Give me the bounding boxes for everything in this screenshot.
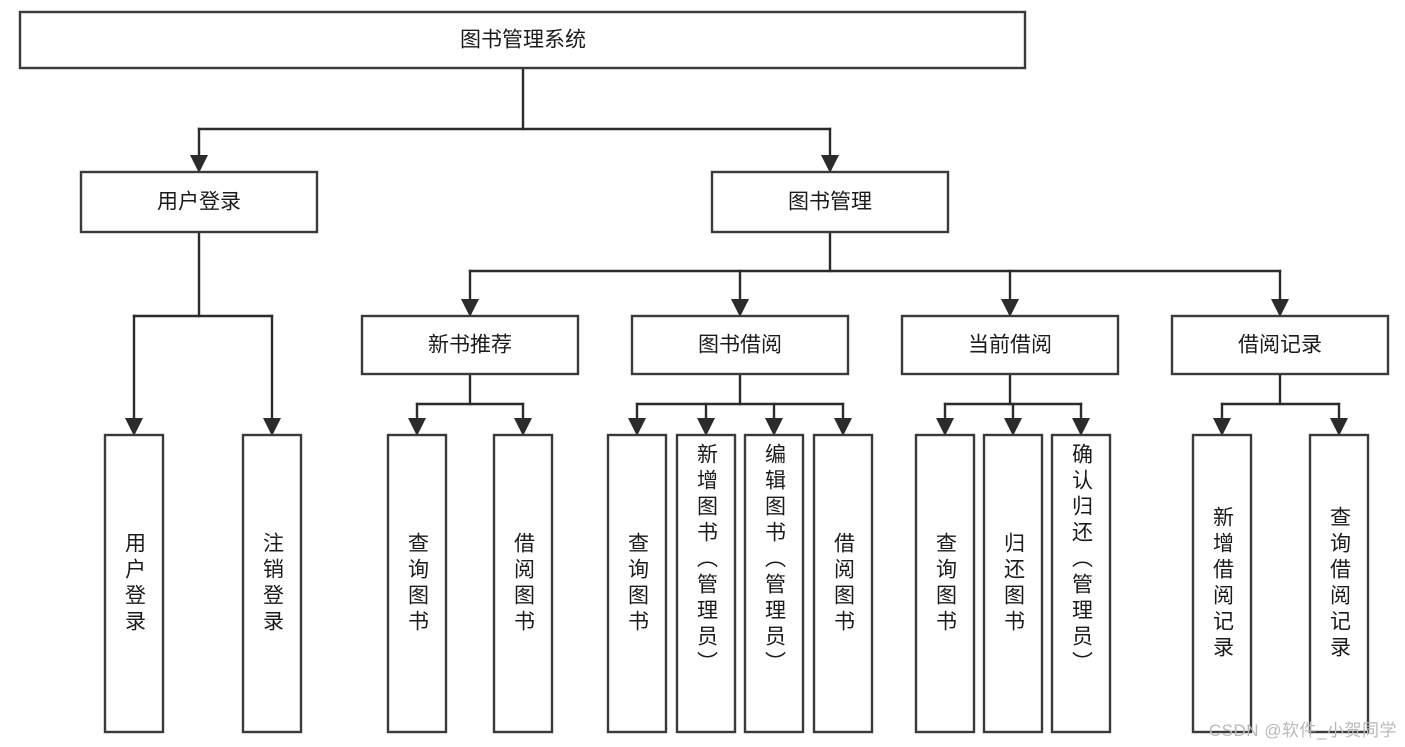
node-book-borrow[interactable]: 图书借阅 — [630, 314, 850, 376]
arrow-head-current-borrow-leaf-1 — [1004, 418, 1022, 436]
node-current-borrow[interactable]: 当前借阅 — [900, 314, 1120, 376]
leaf-box-borrow-record-0[interactable] — [1191, 433, 1253, 734]
arrow-head-borrow-record — [1271, 299, 1289, 317]
node-book-manage[interactable]: 图书管理 — [710, 170, 950, 234]
node-root[interactable]: 图书管理系统 — [18, 10, 1027, 70]
leaf-box-book-borrow-2[interactable] — [743, 433, 805, 734]
leaf-box-book-borrow-0[interactable] — [606, 433, 668, 734]
connector-group-new-book — [408, 372, 532, 436]
arrow-head-book-borrow-leaf-3 — [834, 418, 852, 436]
node-user-login-box[interactable] — [79, 170, 319, 234]
node-new-book-recommend-label: 新书推荐 — [428, 334, 512, 357]
node-borrow-record-box[interactable] — [1170, 314, 1390, 376]
arrow-head-book-borrow — [731, 299, 749, 317]
arrow-head-book-borrow-leaf-1 — [697, 418, 715, 436]
leaf-box-book-borrow-1[interactable] — [675, 433, 737, 734]
node-root-box[interactable] — [18, 10, 1027, 70]
connector-group-borrow-record — [1213, 372, 1348, 436]
arrow-head-borrow-record-leaf-0 — [1213, 418, 1231, 436]
arrow-head-user-login — [190, 155, 208, 173]
connector-group-user-login — [125, 230, 281, 436]
leaf-box-user-login-0[interactable] — [103, 433, 165, 734]
arrow-head-new-book-leaf-1 — [514, 418, 532, 436]
connector-group-current-borrow — [936, 372, 1090, 436]
node-current-borrow-box[interactable] — [900, 314, 1120, 376]
leaf-box-new-book-1[interactable] — [492, 433, 554, 734]
arrow-head-borrow-record-leaf-1 — [1330, 418, 1348, 436]
node-borrow-record-label: 借阅记录 — [1238, 334, 1322, 357]
arrow-head-current-borrow-leaf-2 — [1072, 418, 1090, 436]
leaf-box-book-borrow-3[interactable] — [812, 433, 874, 734]
arrow-head-new-book-leaf-0 — [408, 418, 426, 436]
node-book-manage-box[interactable] — [710, 170, 950, 234]
csdn-watermark: CSDN @软件_小贺同学 — [1208, 721, 1397, 740]
leaf-box-user-login-1[interactable] — [241, 433, 303, 734]
connector-group-book-borrow — [628, 372, 852, 436]
arrow-head-current-borrow-leaf-0 — [936, 418, 954, 436]
leaf-box-current-borrow-1[interactable] — [982, 433, 1044, 734]
leaf-box-current-borrow-2[interactable] — [1050, 433, 1112, 734]
arrow-head-book-manage — [821, 155, 839, 173]
arrow-head-book-borrow-leaf-0 — [628, 418, 646, 436]
node-book-borrow-box[interactable] — [630, 314, 850, 376]
node-new-book-recommend[interactable]: 新书推荐 — [360, 314, 580, 376]
node-book-manage-label: 图书管理 — [788, 191, 872, 214]
node-user-login[interactable]: 用户登录 — [79, 170, 319, 234]
leaf-box-borrow-record-1[interactable] — [1308, 433, 1370, 734]
node-new-book-recommend-box[interactable] — [360, 314, 580, 376]
node-borrow-record[interactable]: 借阅记录 — [1170, 314, 1390, 376]
arrow-head-user-login-leaf-1 — [263, 418, 281, 436]
arrow-head-book-borrow-leaf-2 — [765, 418, 783, 436]
connector-group-book-manage — [461, 230, 1289, 317]
arrow-head-new-book — [461, 299, 479, 317]
connector-group-root — [190, 66, 839, 173]
leaf-box-new-book-0[interactable] — [386, 433, 448, 734]
node-root-label: 图书管理系统 — [460, 29, 586, 52]
node-book-borrow-label: 图书借阅 — [698, 334, 782, 357]
node-current-borrow-label: 当前借阅 — [968, 334, 1052, 357]
arrow-head-user-login-leaf-0 — [125, 418, 143, 436]
leaf-box-current-borrow-0[interactable] — [914, 433, 976, 734]
arrow-head-current-borrow — [1001, 299, 1019, 317]
node-user-login-label: 用户登录 — [157, 191, 241, 214]
